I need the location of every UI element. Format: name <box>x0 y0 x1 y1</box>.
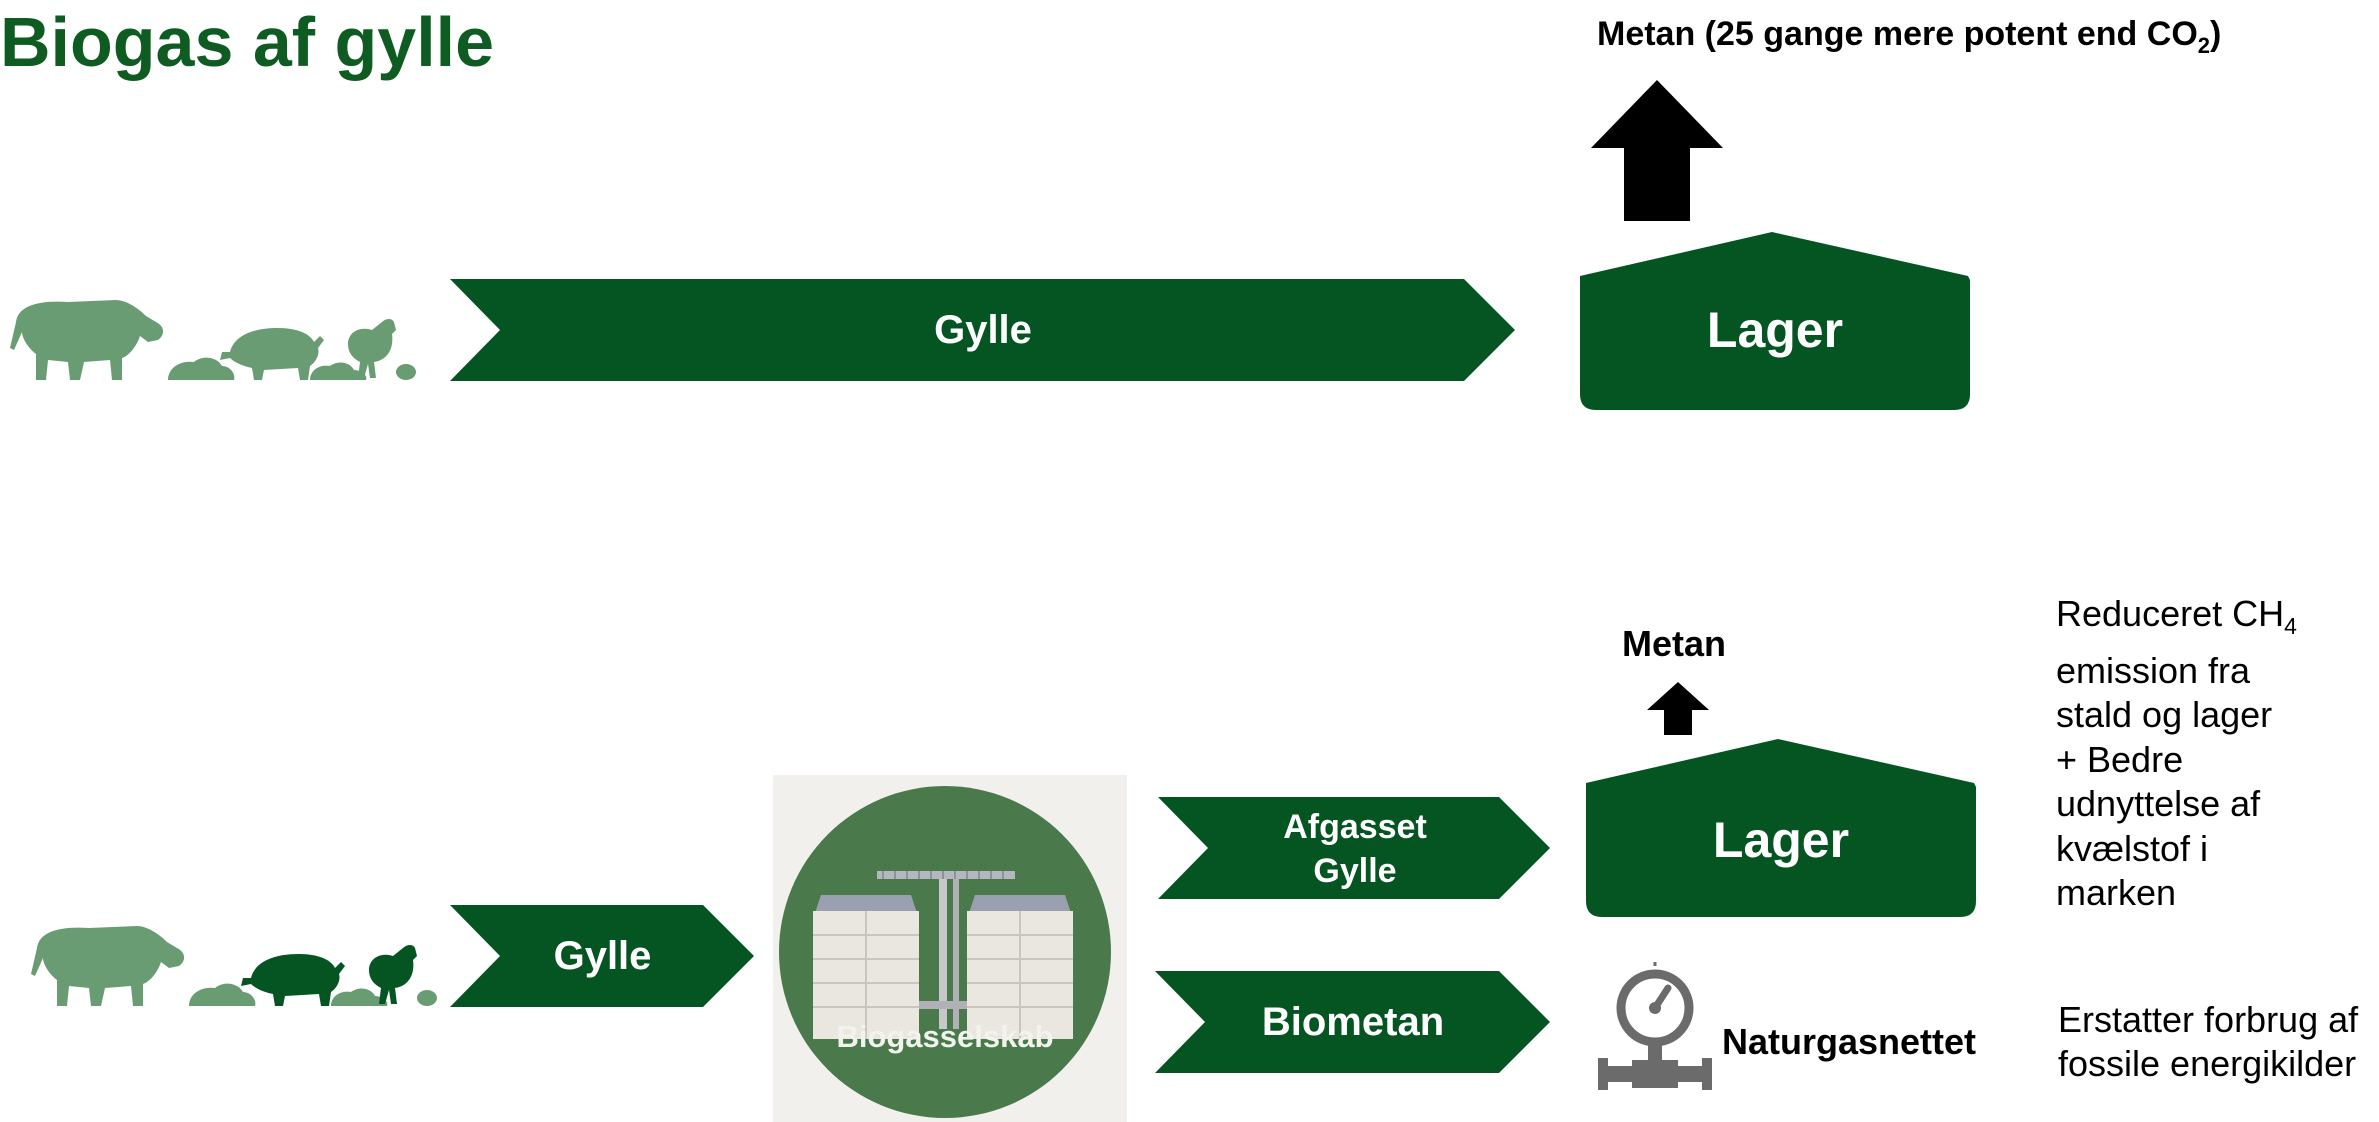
up-arrow-icon <box>1647 682 1709 735</box>
note-line-3: stald og lager <box>2056 694 2273 736</box>
note-grid-line-2: fossile energikilder <box>2058 1043 2357 1084</box>
flow-arrow-biomethane-label: Biometan <box>1261 1000 1445 1044</box>
methane-potency-label: Metan (25 gange mere potent end CO2) <box>1597 12 2221 68</box>
flow-arrow-manure-bottom-label: Gylle <box>553 934 652 978</box>
note-line-1: Reduceret CH4 <box>2056 592 2297 649</box>
storage-tank-top <box>1580 232 1970 410</box>
ch4-subscript: 4 <box>2284 613 2297 640</box>
cow-icon <box>31 926 185 1006</box>
storage-top-label: Lager <box>1706 302 1844 358</box>
note-line-1-text: Reduceret CH <box>2056 593 2285 634</box>
manure-pile-icon <box>310 362 367 380</box>
note-grid-line-1: Erstatter forbrug af <box>2058 999 2359 1040</box>
methane-potency-text: Metan (25 gange mere potent end CO <box>1597 15 2198 53</box>
note-reduced-emission: Reduceret CH4 emission fra stald og lage… <box>2056 592 2297 916</box>
up-arrow-icon <box>1591 80 1723 221</box>
chicken-icon <box>348 319 396 378</box>
biogas-plant-label: Biogasselskab <box>836 1019 1054 1054</box>
flow-arrow-manure-top-label: Gylle <box>934 308 1032 352</box>
manure-pile-icon <box>417 990 437 1006</box>
manure-pile-icon <box>396 364 416 380</box>
methane-potency-close: ) <box>2210 15 2222 53</box>
note-line-6: kvælstof i <box>2056 827 2209 869</box>
manure-pile-icon <box>331 988 388 1006</box>
digestate-line-2: Gylle <box>1313 852 1397 890</box>
methane-label-bottom: Metan <box>1622 623 1727 664</box>
pig-icon <box>241 954 345 1006</box>
note-line-7: marken <box>2056 872 2177 914</box>
note-fossile-replacement: Erstatter forbrug af fossile energikilde… <box>2058 998 2358 1086</box>
flow-arrow-digestate <box>1158 797 1550 899</box>
storage-tank-bottom <box>1586 739 1976 917</box>
manure-pile-icon <box>189 983 256 1006</box>
page-title: Biogas af gylle <box>0 3 495 81</box>
biogas-plant-icon <box>779 786 1111 1118</box>
livestock-group-top <box>10 300 416 380</box>
note-line-5: udnyttelse af <box>2056 783 2261 825</box>
gas-grid-label: Naturgasnettet <box>1722 1021 1977 1062</box>
livestock-group-bottom <box>31 926 437 1006</box>
storage-bottom-label: Lager <box>1712 812 1850 868</box>
co2-subscript: 2 <box>2197 32 2211 58</box>
flow-arrow-manure-top <box>450 279 1515 381</box>
chicken-icon <box>369 945 417 1004</box>
digestate-line-1: Afgasset <box>1283 808 1427 846</box>
cow-icon <box>10 300 164 380</box>
note-line-4: + Bedre <box>2056 738 2184 780</box>
flow-arrow-digestate-label: Afgasset Gylle <box>1190 805 1520 893</box>
note-line-2: emission fra <box>2056 649 2251 691</box>
pig-icon <box>220 328 324 380</box>
gas-meter-icon <box>1598 962 1712 1090</box>
manure-pile-icon <box>168 357 235 380</box>
flow-arrow-biomethane <box>1155 971 1550 1073</box>
flow-arrow-manure-bottom <box>450 905 754 1007</box>
